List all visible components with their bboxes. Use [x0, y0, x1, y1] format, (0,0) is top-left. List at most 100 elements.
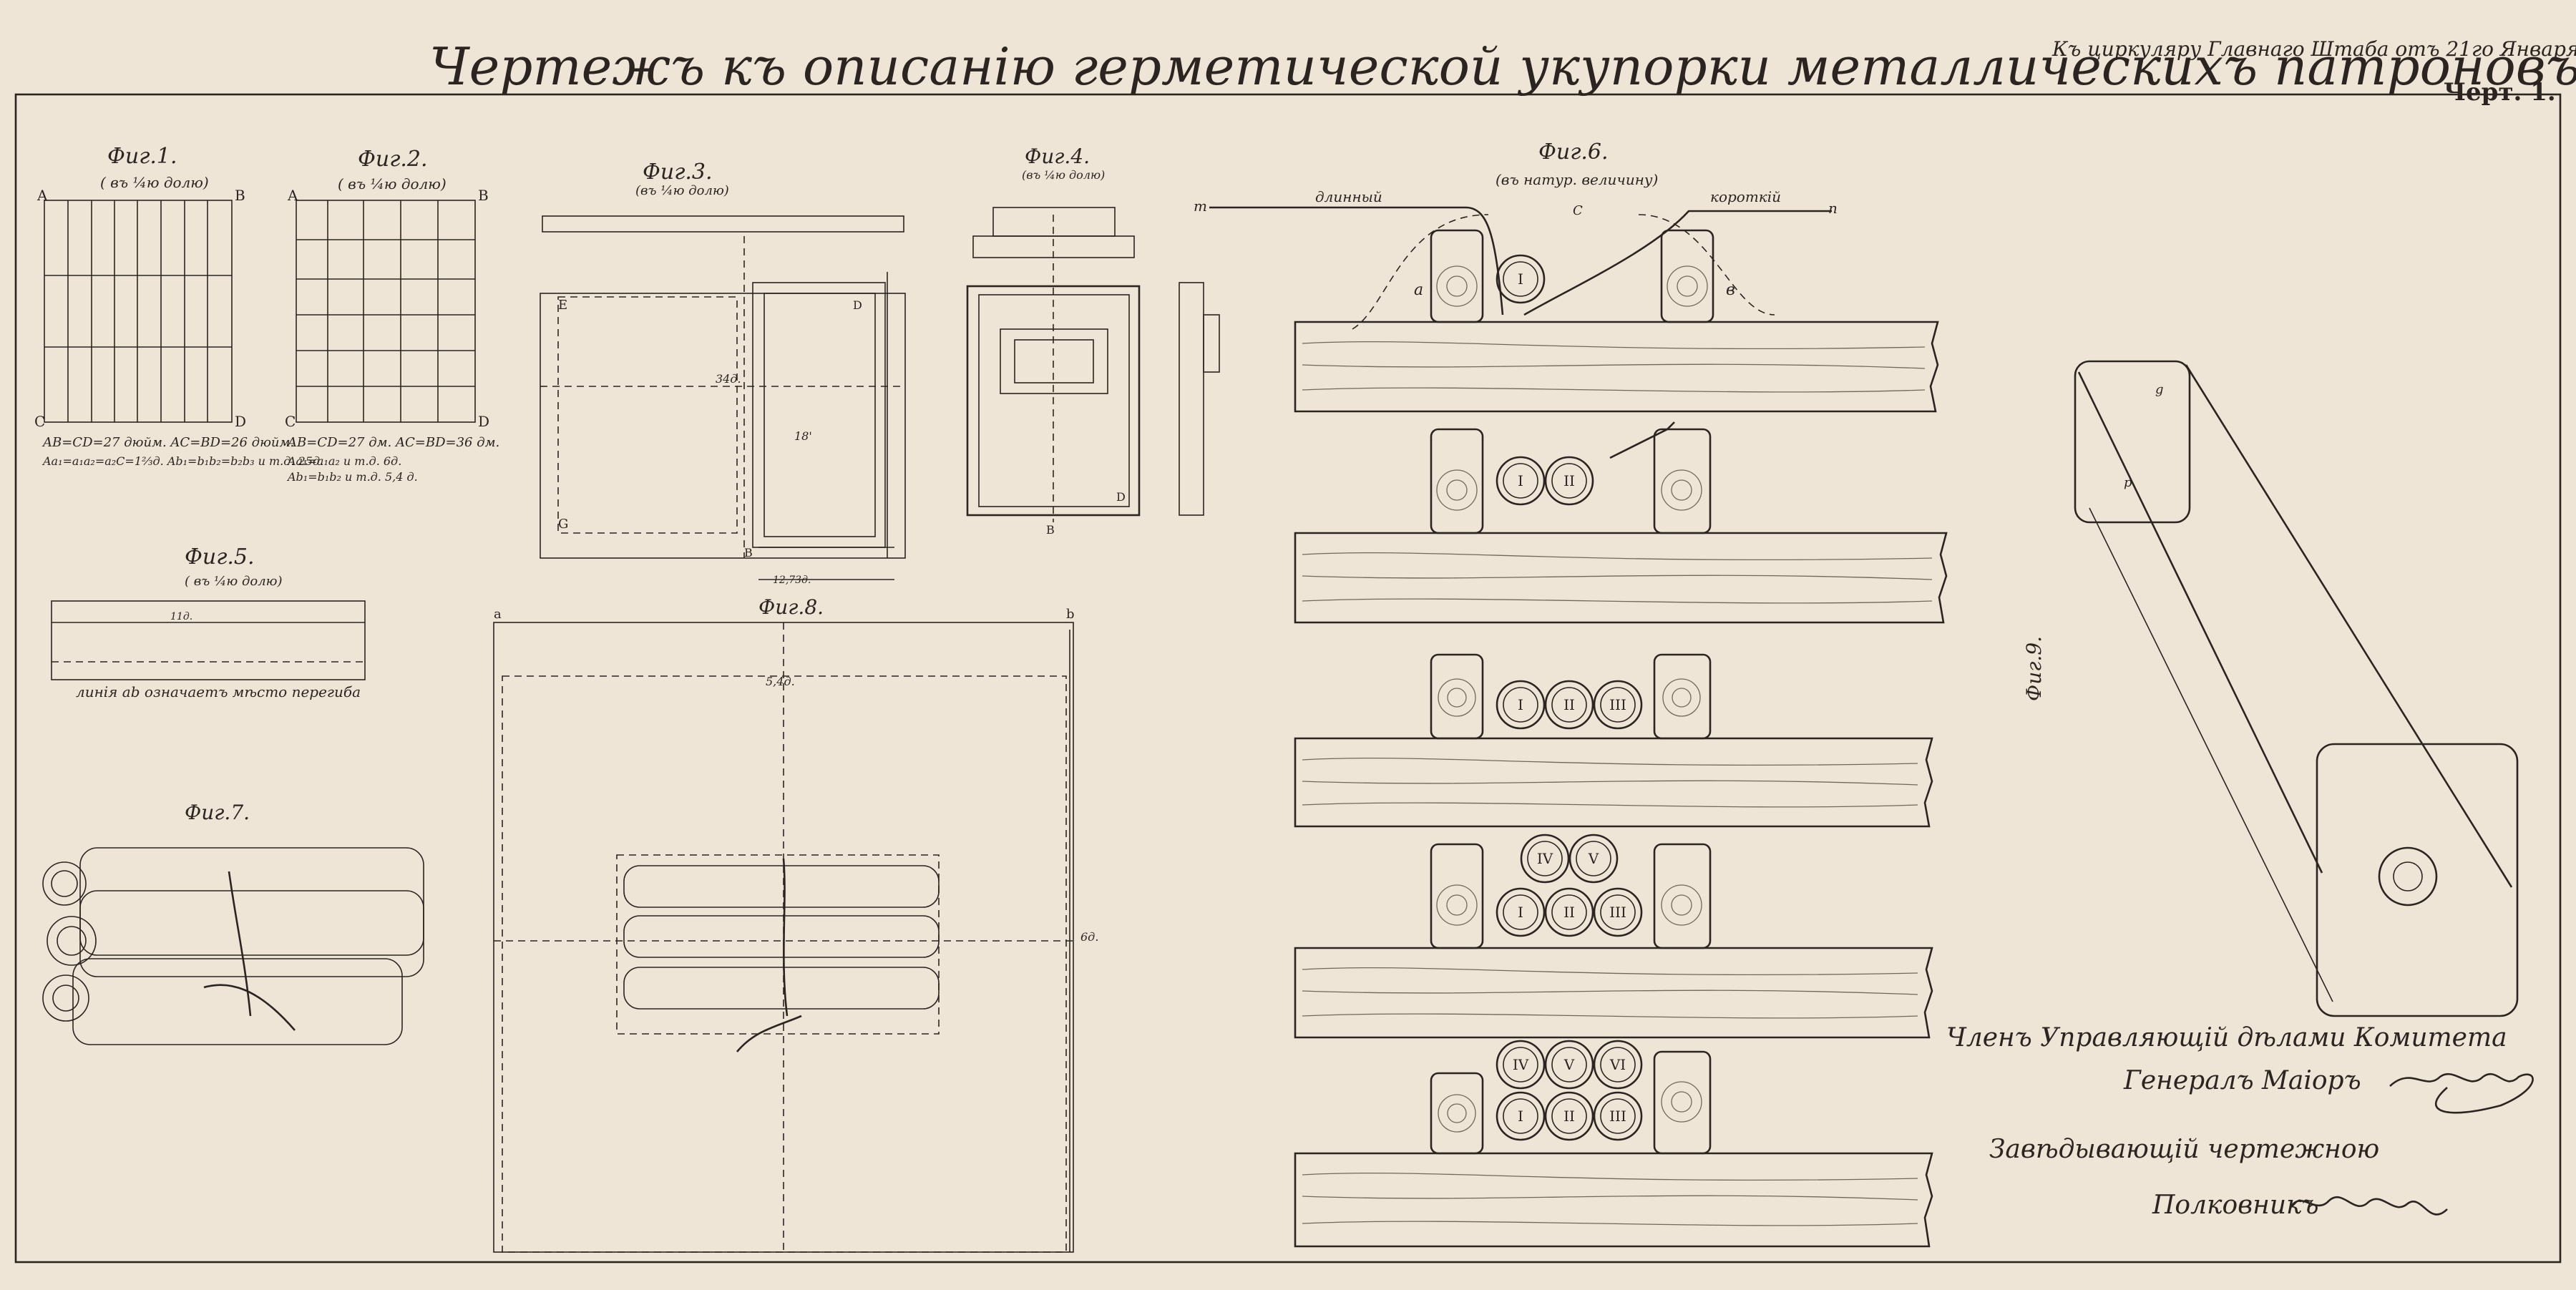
fig5-dim-1: 11д.	[170, 611, 192, 622]
cartridge-label-5-base-3: III	[1609, 1108, 1626, 1125]
cartridge-4-top-2	[1568, 834, 1619, 884]
fig2-note-3: Ab₁=b₁b₂ и т.д. 5,4 д.	[286, 470, 418, 484]
cartridge-rim-3-base-1	[1503, 687, 1538, 723]
cartridge-rim-4-top-1	[1527, 841, 1563, 876]
fig1-label: Фиг.1.	[107, 144, 177, 169]
cartridge-5-base-3	[1593, 1091, 1643, 1141]
fig3-dim-2: 18'	[794, 429, 812, 443]
plank-1	[1294, 229, 1939, 413]
fig6-scale: (въ натур. величину)	[1496, 171, 1658, 188]
fig6-short-label: короткій	[1710, 188, 1781, 205]
cartridge-rim-2-base-1	[1503, 463, 1538, 499]
figure-7: Фиг.7.	[42, 801, 424, 1045]
plank-5	[1294, 1050, 1933, 1248]
cartridge-label-4-base-1: I	[1518, 904, 1523, 921]
cartridge-1-base-1	[1496, 254, 1546, 304]
cartridge-3-base-3	[1593, 680, 1643, 730]
fig2-corner-d: D	[478, 413, 489, 430]
fig8-corner-a: a	[494, 607, 502, 622]
cartridge-3-base-1	[1496, 680, 1546, 730]
cartridge-label-5-base-1: I	[1518, 1108, 1523, 1125]
plank-3	[1294, 653, 1933, 828]
fig5-caption: линія ab означаетъ мѣсто перегиба	[76, 683, 361, 700]
cartridge-2-base-1	[1496, 456, 1546, 506]
sheet-label: Черт. 1.	[2444, 78, 2556, 107]
fig8-dim-2: 6д.	[1080, 930, 1098, 944]
fig2-corner-a: A	[287, 187, 298, 204]
drawing-frame	[14, 93, 2562, 1264]
cartridge-rim-1-base-1	[1503, 261, 1538, 297]
cartridge-5-base-1	[1496, 1091, 1546, 1141]
figure-3: Фиг.3. (въ ¼ю долю) 34д. 18' 12,73д. E G…	[540, 160, 906, 586]
cartridge-4-top-1	[1520, 834, 1570, 884]
cartridge-label-5-base-2: II	[1563, 1108, 1575, 1125]
cartridge-rim-5-top-1	[1503, 1047, 1538, 1083]
fig2-note-2: Aa₁=a₁a₂ и т.д. 6д.	[286, 454, 401, 468]
cartridge-rim-5-base-2	[1551, 1098, 1587, 1134]
fig6-side-b: в	[1726, 281, 1735, 299]
cartridge-rim-4-base-1	[1503, 894, 1538, 930]
cartridge-label-4-top-1: IV	[1537, 850, 1553, 867]
cartridge-label-5-top-2: V	[1563, 1056, 1575, 1073]
fig4-corner-d: D	[1116, 490, 1126, 504]
cartridge-rim-3-base-3	[1600, 687, 1636, 723]
cartridge-rim-5-base-3	[1600, 1098, 1636, 1134]
cartridge-5-top-2	[1544, 1040, 1594, 1090]
cartridge-rim-4-top-2	[1576, 841, 1611, 876]
fig6-mark-m: m	[1194, 197, 1207, 215]
plank-4	[1294, 843, 1933, 1039]
fig9-label: Фиг.9.	[2022, 636, 2046, 701]
plank-2	[1294, 428, 1948, 624]
fig9-mark-p: p	[2124, 475, 2132, 490]
cartridge-rim-2-base-2	[1551, 463, 1587, 499]
fig1-corner-c: C	[34, 413, 45, 430]
signature-line-1: Членъ Управляющій дѣлами Комитета	[1946, 1023, 2507, 1052]
signature-line-2: Генералъ Маіоръ	[2123, 1066, 2361, 1095]
signatures: Членъ Управляющій дѣлами Комитета Генера…	[1946, 1023, 2534, 1220]
fig1-corner-a: A	[36, 187, 48, 204]
cartridge-2-base-2	[1544, 456, 1594, 506]
fig1-corner-d: D	[235, 413, 246, 430]
fig3-scale: (въ ¼ю долю)	[635, 183, 729, 198]
fig5-label: Фиг.5.	[185, 544, 255, 570]
fig4-scale: (въ ¼ю долю)	[1022, 168, 1105, 182]
fig3-dim-3: 12,73д.	[773, 575, 811, 586]
figure-9: Фиг.9. p g	[2022, 360, 2519, 1017]
fig3-corner-b: B	[744, 546, 753, 560]
cartridge-5-top-1	[1496, 1040, 1546, 1090]
signature-line-3: Завѣдывающій чертежною	[1989, 1135, 2379, 1164]
cartridge-rim-4-base-2	[1551, 894, 1587, 930]
cartridge-4-base-1	[1496, 887, 1546, 937]
fig6-long-label: длинный	[1315, 188, 1382, 205]
fig1-scale: ( въ ¼ю долю)	[100, 174, 209, 191]
figure-1: Фиг.1. ( въ ¼ю долю) A B C D AB=CD=27 дю…	[34, 144, 323, 468]
fig2-corner-b: B	[478, 187, 489, 204]
cartridge-4-base-2	[1544, 887, 1594, 937]
fig4-corner-b: B	[1046, 523, 1055, 537]
cartridge-3-base-2	[1544, 680, 1594, 730]
fig1-note-2: Aa₁=a₁a₂=a₂С=1⅔д. Ab₁=b₁b₂=b₂b₃ и т.д. 2…	[42, 454, 323, 468]
figure-6: Фиг.6. (въ натур. величину) длинный коро…	[1194, 140, 1948, 1248]
cartridge-4-base-3	[1593, 887, 1643, 937]
signature-line-4: Полковникъ	[2152, 1191, 2319, 1220]
fig7-label: Фиг.7.	[185, 801, 250, 824]
cartridge-rim-5-top-3	[1600, 1047, 1636, 1083]
cartridge-label-3-base-3: III	[1609, 696, 1626, 713]
fig4-label: Фиг.4.	[1025, 145, 1090, 168]
figure-2: Фиг.2. ( въ ¼ю долю) A B C D AB=CD=27 дм…	[285, 147, 499, 484]
fig2-note-1: AB=CD=27 дм. AC=BD=36 дм.	[286, 435, 499, 450]
cartridge-label-4-top-2: V	[1588, 850, 1599, 867]
circular-note: Къ циркуляру Главнаго Штаба отъ 21го Янв…	[2051, 37, 2576, 61]
fig1-corner-b: B	[235, 187, 245, 204]
cartridge-rim-5-base-1	[1503, 1098, 1538, 1134]
cartridge-5-top-3	[1593, 1040, 1643, 1090]
general-signature-icon	[2389, 1072, 2534, 1114]
cartridge-label-4-base-3: III	[1609, 904, 1626, 921]
colonel-signature-icon	[2288, 1196, 2448, 1216]
cartridge-label-3-base-1: I	[1518, 696, 1523, 713]
fig6-dashed-wrap	[1352, 214, 1775, 330]
fig3-corner-e: E	[558, 298, 567, 313]
fig3-label: Фиг.3.	[643, 160, 713, 185]
